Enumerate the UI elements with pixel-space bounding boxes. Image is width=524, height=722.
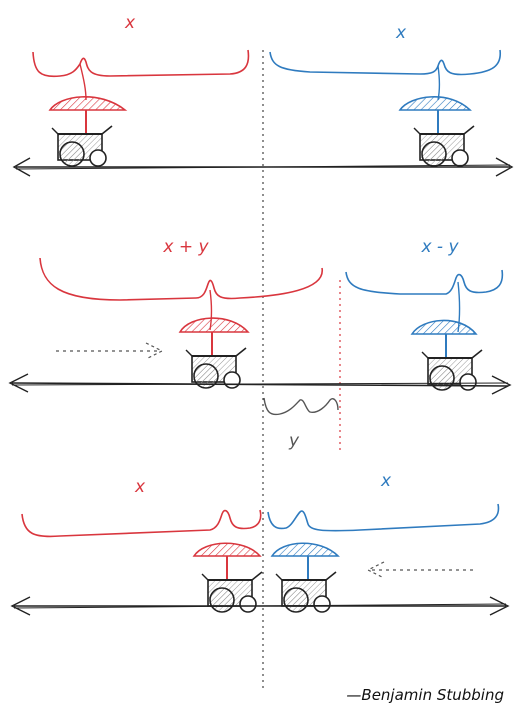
panel-2-right-cart [410, 319, 483, 391]
panel-3: x x [10, 471, 510, 616]
panel-3-move-left-arrow [366, 561, 476, 579]
panel-3-left-label: x [134, 477, 146, 497]
panel-3-right-brace [267, 503, 500, 532]
panel-2-left-brace [39, 257, 323, 301]
panel-3-left-cart [192, 542, 263, 613]
panel-1-left-cart [48, 96, 128, 167]
panel-2-right-brace [345, 269, 504, 295]
panel-2-left-label: x + y [162, 237, 209, 257]
panel-2-gap-label: y [288, 431, 300, 451]
panel-2-move-right-arrow [56, 342, 164, 360]
panel-2-left-cart [178, 317, 250, 389]
panel-1-right-label: x [395, 23, 407, 43]
author-credit: —Benjamin Stubbing [346, 686, 504, 704]
panel-2-gap-brace [263, 397, 339, 416]
panel-1: x x [12, 13, 514, 177]
panel-2: x + y x - y y [8, 237, 512, 451]
panel-2-axis [8, 373, 512, 395]
panel-3-axis [10, 596, 510, 616]
panel-1-left-label: x [124, 13, 136, 33]
panel-1-left-brace [32, 49, 250, 78]
panel-3-right-cart [270, 542, 340, 613]
panel-2-right-label: x - y [420, 237, 459, 257]
panel-3-left-brace [21, 509, 262, 538]
panel-3-right-label: x [380, 471, 392, 491]
panel-1-axis [12, 157, 514, 177]
panel-1-right-cart [398, 96, 475, 167]
panel-1-right-brace [269, 49, 501, 76]
